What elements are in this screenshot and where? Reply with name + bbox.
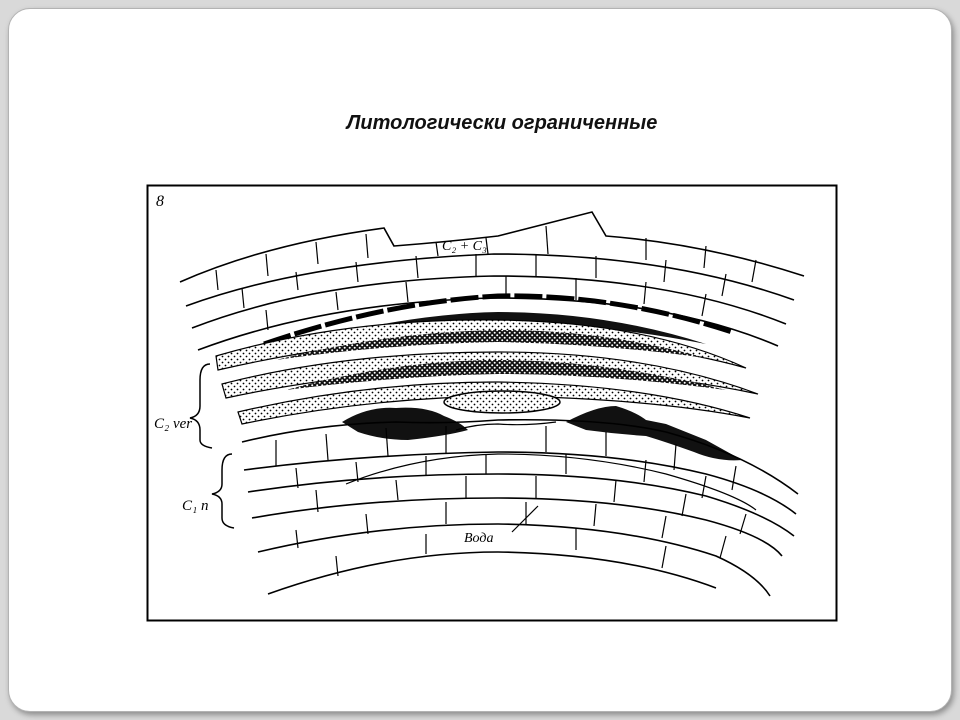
coal-band-lens (266, 312, 706, 352)
sand-lens (443, 390, 561, 414)
label-top-layer: C₂ + C₃ (442, 239, 487, 254)
label-water: Вода (464, 531, 493, 546)
sand-band-2-dense (286, 360, 726, 390)
lower-limestone-joints (275, 426, 747, 577)
upper-bracket (189, 363, 213, 449)
upper-limestone-joints (215, 225, 757, 331)
geologic-cross-section: 8 C₂ + C₃ C₂ ver (146, 184, 838, 622)
label-upper-bracket: C₂ ver (154, 416, 192, 432)
sand-band-1-dense (276, 330, 706, 360)
label-lower-bracket: C₁ n (182, 498, 208, 514)
water-leader-line (511, 505, 539, 533)
irregular-black-deposit-left (342, 407, 468, 440)
figure-number: 8 (156, 193, 164, 210)
slide-title: Литологически ограниченные (346, 112, 658, 134)
lower-bracket (211, 453, 235, 529)
black-deposit-fringe (455, 421, 557, 431)
irregular-black-deposit-right (566, 406, 742, 461)
sand-band-3 (237, 381, 751, 425)
oil-water-contact (345, 453, 757, 511)
coal-band-upper (263, 293, 733, 347)
